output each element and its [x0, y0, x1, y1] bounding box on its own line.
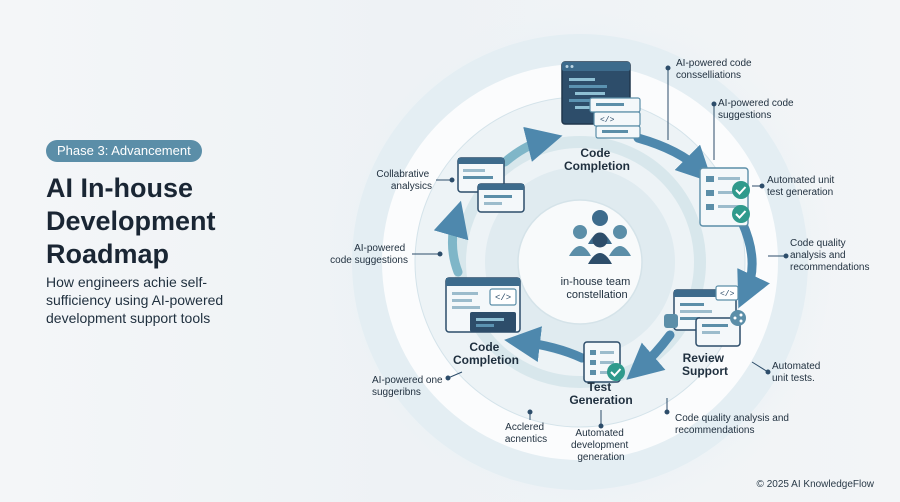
stage-label-test-generation: Generation: [569, 393, 632, 407]
arrow-top-to-right: [633, 133, 713, 183]
center-label: constellation: [566, 289, 627, 301]
annotation-text: Automated unit: [767, 175, 834, 186]
stage-label-test-generation: Test: [587, 380, 611, 394]
annotation-text: generation: [577, 452, 624, 463]
arrow-review-to-test: [626, 330, 675, 380]
cycle-arrows: [433, 126, 770, 380]
svg-text:</>: </>: [720, 290, 735, 299]
annotation-text: AI-powered: [354, 243, 405, 254]
arrow-test-to-left: [504, 326, 587, 363]
svg-text:Collabrative analysics: Collabrative analysics: [376, 169, 432, 192]
test-clipboard-icon: [583, 341, 625, 383]
subtitle-line: development support tools: [46, 310, 211, 326]
stage-label-review-support: Support: [682, 364, 728, 378]
annotation-text: recommendations: [790, 262, 869, 273]
annotation-text: AI-powered code: [676, 58, 752, 69]
svg-text:AI-powered code suggestion: AI-powered code suggestions: [330, 243, 408, 266]
title-line: AI In-house: [46, 173, 193, 203]
phase-badge: Phase 3: Advancement: [46, 140, 202, 162]
annotation-text: unit tests.: [772, 373, 815, 384]
copyright-footer: © 2025 AI KnowledgeFlow: [756, 479, 874, 490]
checkmark-icon: [732, 181, 750, 199]
svg-text:Test Generation: Test Generation: [569, 380, 632, 407]
arrow-right-down: [737, 217, 770, 309]
annotation-leaders: [412, 65, 789, 429]
annotation-text: suggestions: [718, 110, 771, 121]
svg-text:Code quality analysis and: Code quality analysis and recommendation…: [675, 413, 792, 436]
svg-text:Code quality analysis and: Code quality analysis and recommendation…: [790, 238, 869, 273]
review-screens-icon: </>: [664, 285, 746, 347]
stage-label-code-completion-left: Code: [469, 340, 499, 354]
annotation-text: analysics: [391, 181, 432, 192]
page-subtitle: How engineers achie self- sufficiency us…: [46, 273, 286, 327]
annotation-text: suggeribns: [372, 387, 421, 398]
stage-label-code-completion-left: Completion: [453, 353, 519, 367]
subtitle-line: How engineers achie self-: [46, 274, 208, 290]
title-line: Development: [46, 206, 216, 236]
title-line: Roadmap: [46, 239, 170, 269]
annotation-text: analysis and: [790, 250, 846, 261]
page-title: AI In-house Development Roadmap: [46, 172, 296, 271]
annotation-text: Automated: [772, 361, 820, 372]
svg-text:AI-powered code conssellia: AI-powered code consselliations: [676, 58, 754, 81]
inner-glow-ring: [454, 136, 706, 388]
stage-label-review-support: Review: [683, 351, 725, 365]
svg-text:</>: </>: [600, 116, 615, 125]
annotation-text: development: [571, 440, 628, 451]
svg-text:Review Support: Review Support: [682, 351, 728, 378]
svg-text:Code Completion: Code Completion: [564, 146, 630, 173]
svg-text:AI-powered code suggestion: AI-powered code suggestions: [718, 98, 796, 121]
svg-text:</>: </>: [495, 293, 511, 303]
annotation-text: Code quality: [790, 238, 846, 249]
arrow-left-up: [433, 200, 469, 277]
center-label: in-house team: [561, 276, 631, 288]
annotation-text: Collabrative: [376, 169, 429, 180]
arrow-left-to-top: [500, 126, 563, 167]
code-editor-icon-top: </>: [561, 61, 641, 139]
annotation-text: AI-powered code: [718, 98, 794, 109]
code-editor-icon-left: </>: [445, 277, 521, 333]
annotation-text: Automated: [575, 428, 623, 439]
subtitle-line: sufficiency using AI-powered: [46, 292, 224, 308]
svg-text:Code Completion: Code Completion: [453, 340, 519, 367]
annotation-text: code suggestions: [330, 255, 408, 266]
checklist-document-icon: [699, 167, 750, 227]
svg-text:Automated development: Automated development generation: [571, 428, 631, 463]
stage-label-code-completion-top: Code: [580, 146, 610, 160]
annotation-text: acnentics: [505, 434, 547, 445]
svg-text:AI-powered one suggeribns: AI-powered one suggeribns: [372, 375, 445, 398]
checkmark-icon: [607, 363, 625, 381]
svg-text:Automated unit tests.: Automated unit tests.: [772, 361, 823, 384]
checkmark-icon: [732, 205, 750, 223]
svg-text:Acclered acnentics: Acclered acnentics: [505, 422, 547, 445]
annotation-text: consselliations: [676, 70, 741, 81]
annotation-text: AI-powered one: [372, 375, 443, 386]
svg-text:in-house team constellatio: in-house team constellation: [561, 276, 634, 301]
annotation-text: Acclered: [505, 422, 544, 433]
annotation-text: test generation: [767, 187, 833, 198]
annotation-text: Code quality analysis and: [675, 413, 789, 424]
team-people-icon: [569, 210, 631, 264]
svg-text:Automated unit test genera: Automated unit test generation: [767, 175, 837, 198]
stage-label-code-completion-top: Completion: [564, 159, 630, 173]
center-disc: [517, 199, 643, 325]
annotation-text: recommendations: [675, 425, 754, 436]
collaboration-windows-icon: [457, 157, 525, 213]
share-icon: [730, 310, 746, 326]
